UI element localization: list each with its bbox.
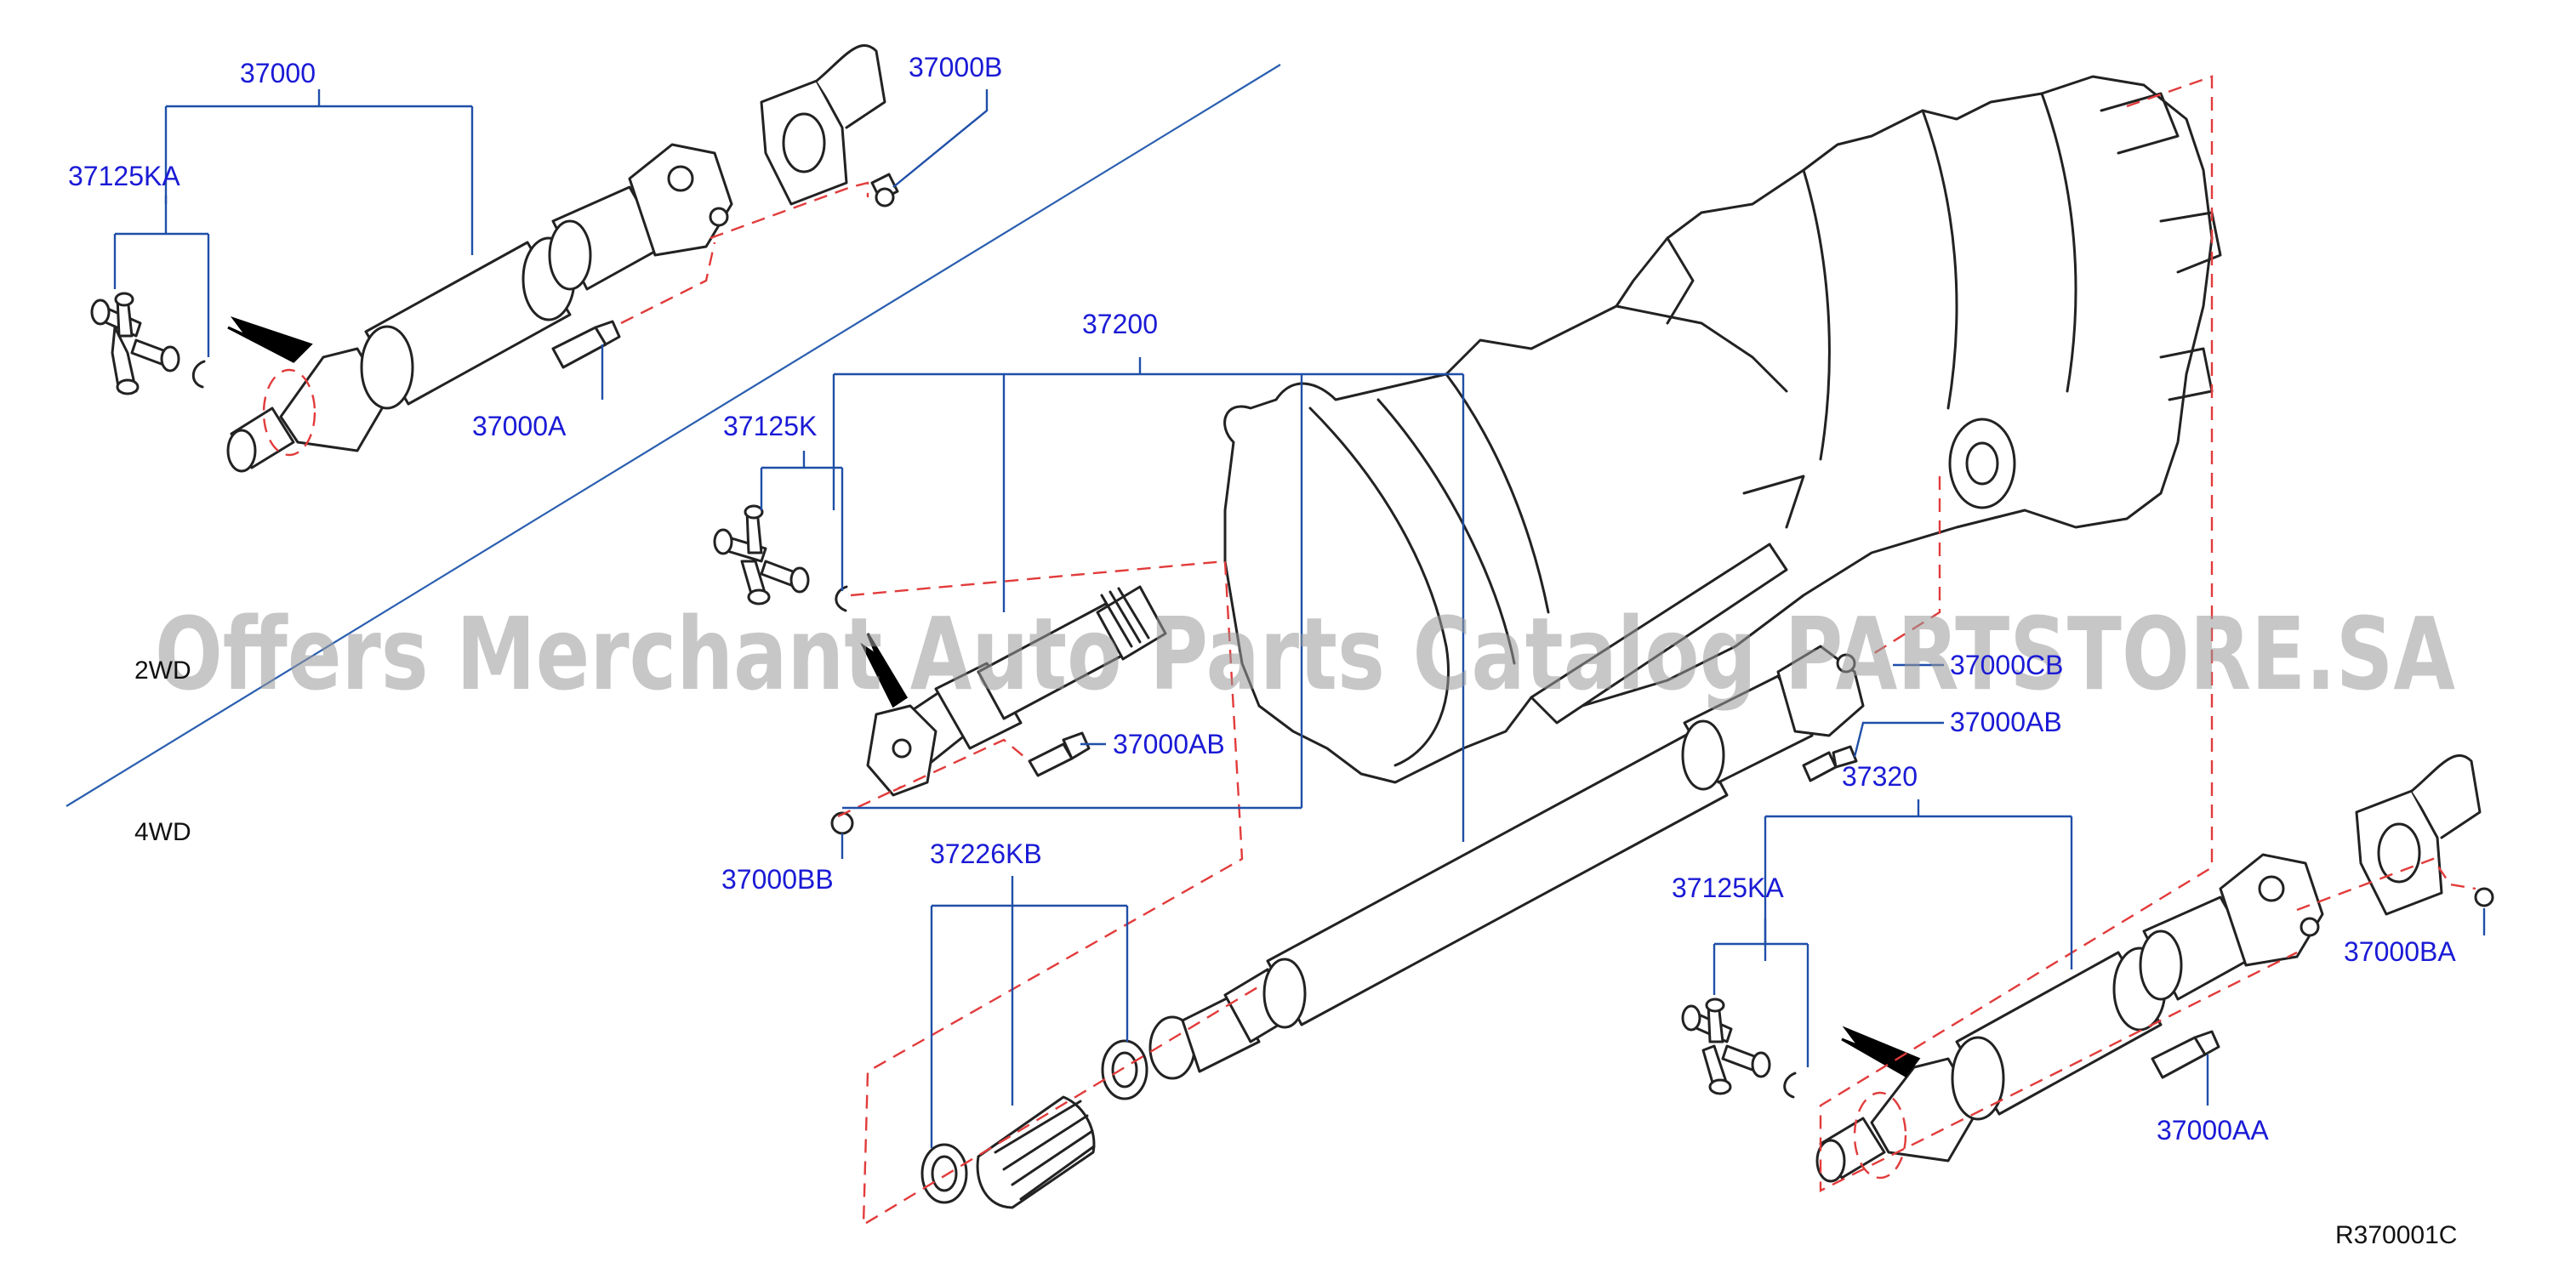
watermark-text: Offers Merchant Auto Parts Catalog PARTS… (155, 595, 2455, 713)
rear-bolt-37000aa (2151, 1030, 2220, 1079)
callout-37000aa[interactable]: 37000AA (2157, 1115, 2269, 1145)
variant-label-4wd: 4WD (134, 818, 191, 846)
callout-37000ab-left[interactable]: 37000AB (1113, 729, 1225, 759)
callout-37000b[interactable]: 37000B (909, 52, 1002, 82)
intermediate-shaft (1148, 645, 1865, 1080)
boot-kit-37226kb (920, 1039, 1148, 1209)
assembly-arrow-upper (227, 316, 313, 363)
callout-leaders (113, 89, 2486, 1148)
callout-37000[interactable]: 37000 (240, 58, 316, 88)
callout-37000ba[interactable]: 37000BA (2344, 936, 2456, 967)
front-nut-37000bb (830, 811, 854, 835)
callout-37200[interactable]: 37200 (1082, 309, 1158, 339)
assembly-arrow-rear (1841, 1026, 1921, 1077)
callout-37226kb[interactable]: 37226KB (930, 838, 1042, 869)
rear-propeller-shaft (1815, 754, 2482, 1183)
callout-37320[interactable]: 37320 (1842, 761, 1918, 792)
callout-37000ab-right[interactable]: 37000AB (1950, 707, 2062, 737)
upper-universal-joint-37125ka (90, 292, 206, 395)
assembly-guide-lines (262, 75, 2476, 1227)
reference-code: R370001C (2335, 1221, 2457, 1249)
callout-37125ka-lower[interactable]: 37125KA (1672, 873, 1784, 903)
upper-bolt-37000a (551, 320, 621, 369)
upper-propeller-shaft (226, 44, 899, 473)
assembly-arrow-front (860, 633, 909, 708)
front-propeller-shaft (866, 585, 1167, 797)
upper-nut (875, 187, 895, 207)
rear-universal-joint-37125ka (1681, 998, 1797, 1099)
front-universal-joint-37125k (713, 504, 848, 612)
callout-37000cb[interactable]: 37000CB (1950, 650, 2063, 680)
callout-37125k[interactable]: 37125K (723, 411, 817, 441)
front-bolt-37000ab (1028, 731, 1091, 777)
rear-nut-37000ba (2474, 887, 2494, 907)
callout-37000a[interactable]: 37000A (472, 411, 567, 441)
variant-label-2wd: 2WD (134, 657, 191, 685)
callout-37000bb[interactable]: 37000BB (721, 864, 834, 895)
section-divider (66, 64, 1281, 807)
transmission-assembly (1223, 75, 2222, 784)
callout-37125ka-upper[interactable]: 37125KA (68, 161, 180, 191)
